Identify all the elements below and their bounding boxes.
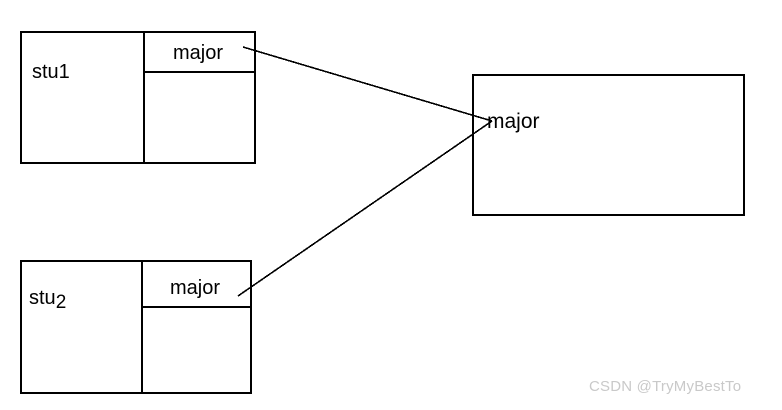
connector-stu1-to-major [242, 46, 493, 122]
stu1-name-label: stu1 [32, 61, 70, 83]
csdn-watermark: CSDN @TryMyBestTo [589, 378, 742, 395]
stu2-name-subscript: 2 [55, 292, 67, 313]
stu2-name-base: stu [29, 287, 56, 309]
stu2-field-label: major [170, 277, 221, 299]
shared-object-node-major [472, 74, 745, 216]
connector-stu2-to-major [237, 120, 493, 297]
stu1-vertical-divider [143, 33, 145, 162]
stu2-name-label: stu2 [29, 287, 66, 312]
record-node-stu1: major [20, 31, 256, 164]
stu1-field-label: major [173, 42, 224, 64]
stu2-vertical-divider [141, 262, 143, 392]
stu1-horizontal-divider [143, 71, 254, 73]
stu2-horizontal-divider [141, 306, 250, 308]
major-node-title: major [487, 110, 540, 133]
record-node-stu2: major [20, 260, 252, 394]
